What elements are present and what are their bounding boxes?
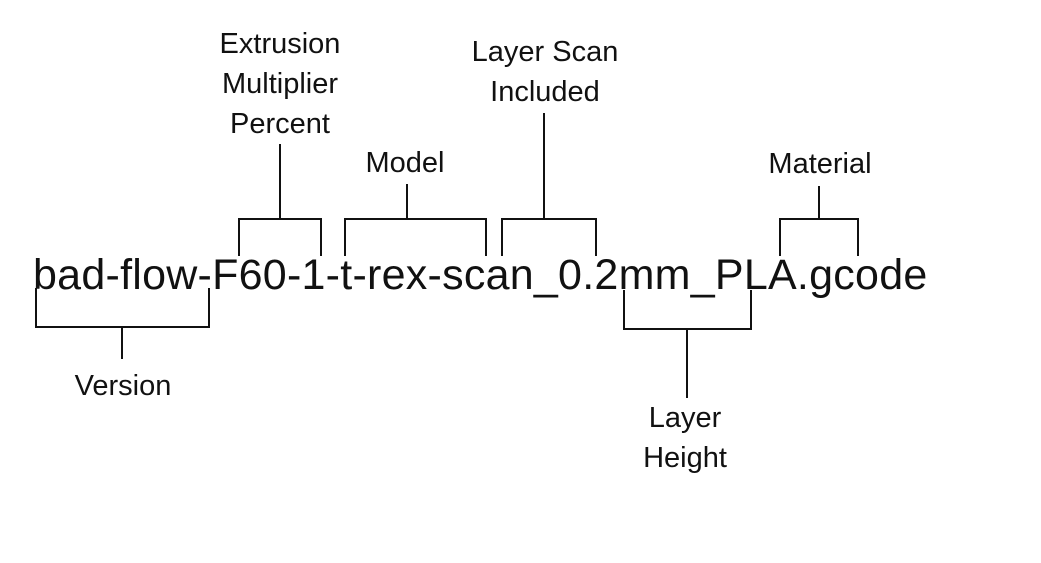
bracket-bar [501, 218, 597, 220]
label-line: Extrusion [219, 28, 341, 60]
label-layer-scan-included: Layer Scan Included [440, 32, 650, 112]
bracket-stem [686, 328, 688, 398]
bracket-bar [779, 218, 859, 220]
bracket-left-tick [779, 218, 781, 256]
bracket-bar [238, 218, 322, 220]
label-version: Version [38, 366, 208, 406]
bracket-left-tick [35, 288, 37, 328]
label-line: Layer [648, 402, 722, 434]
bracket-left-tick [501, 218, 503, 256]
bracket-right-tick [208, 288, 210, 328]
label-line: Height [643, 442, 727, 474]
bracket-stem [818, 186, 820, 220]
label-line: Layer Scan [471, 36, 619, 68]
bracket-stem [543, 113, 545, 220]
bracket-left-tick [238, 218, 240, 256]
bracket-stem [406, 184, 408, 220]
label-model: Model [330, 143, 480, 183]
bracket-bar [344, 218, 487, 220]
bracket-stem [279, 144, 281, 220]
label-line: Material [768, 148, 872, 180]
label-layer-height: Layer Height [610, 398, 760, 478]
label-line: Model [365, 147, 445, 179]
bracket-left-tick [623, 290, 625, 330]
label-line: Multiplier [221, 68, 339, 100]
label-line: Version [74, 370, 172, 402]
label-line: Included [490, 76, 600, 108]
label-extrusion-multiplier-percent: Extrusion Multiplier Percent [190, 24, 370, 144]
label-line: Percent [230, 108, 330, 140]
label-material: Material [740, 144, 900, 184]
bracket-stem [121, 326, 123, 359]
bracket-right-tick [485, 218, 487, 256]
bracket-right-tick [857, 218, 859, 256]
bracket-right-tick [750, 290, 752, 330]
example-filename: bad-flow-F60-1-t-rex-scan_0.2mm_PLA.gcod… [33, 251, 928, 299]
bracket-left-tick [344, 218, 346, 256]
bracket-right-tick [320, 218, 322, 256]
bracket-right-tick [595, 218, 597, 256]
